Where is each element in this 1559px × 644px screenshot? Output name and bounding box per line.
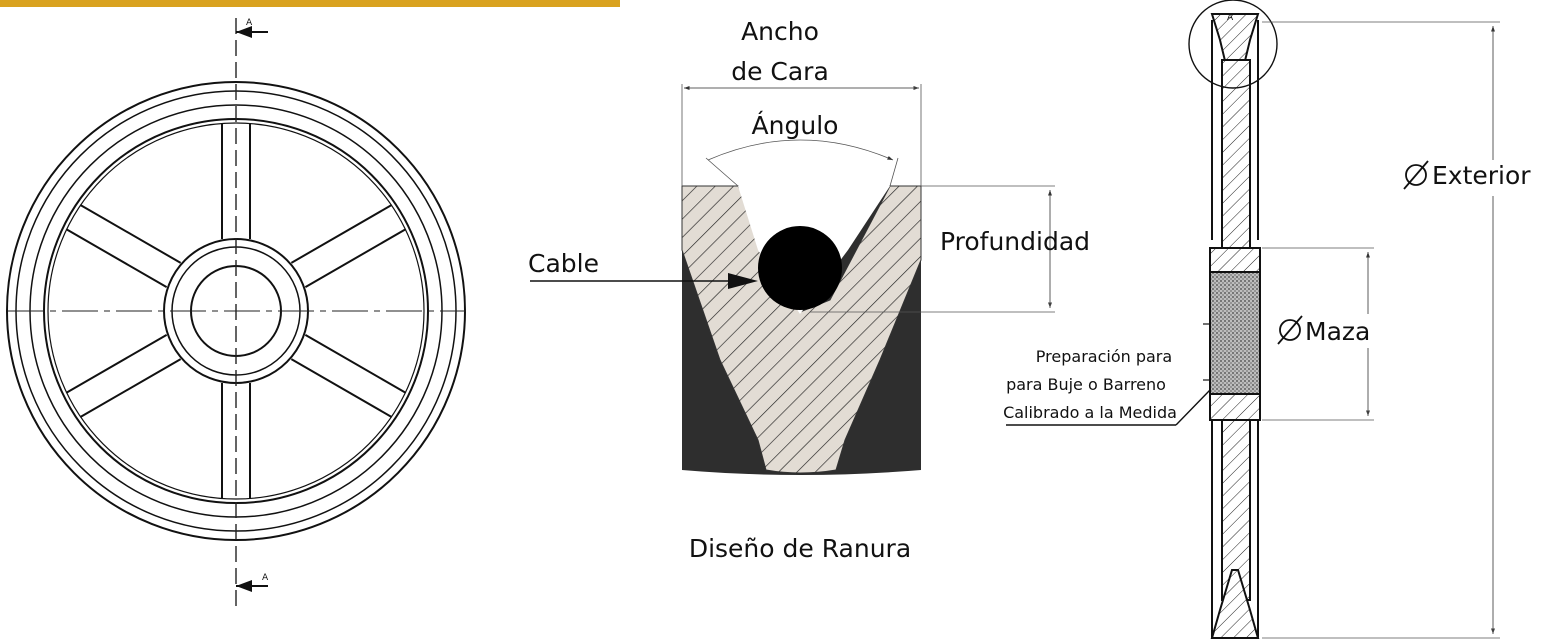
wheel-spoke <box>290 204 407 288</box>
angle-label: Ángulo <box>752 111 839 140</box>
depth-label: Profundidad <box>940 227 1090 256</box>
bore-prep-label-3: Calibrado a la Medida <box>1003 403 1177 422</box>
wheel-spoke <box>65 204 182 288</box>
section-marker-top: A <box>246 18 253 28</box>
bore-prep-label-1: Preparación para <box>1036 347 1172 366</box>
outer-diameter-label: Exterior <box>1432 161 1531 190</box>
groove-detail: Ancho de Cara Ángulo Profundidad Cable D… <box>528 17 1090 563</box>
wheel-spoke <box>290 334 407 418</box>
bore-prep-label-2: para Buje o Barreno <box>1006 375 1166 394</box>
detail-marker: A <box>1227 13 1234 23</box>
hub-diameter-label: Maza <box>1305 317 1370 346</box>
front-view: A A <box>6 18 466 608</box>
face-width-label-2: de Cara <box>731 57 829 86</box>
accent-bar <box>0 0 620 7</box>
cable-cross-section <box>758 226 842 310</box>
wheel-spoke <box>221 383 251 499</box>
cable-label: Cable <box>528 249 599 278</box>
bore-preparation-area <box>1209 271 1261 395</box>
section-marker-bottom: A <box>262 573 269 583</box>
diameter-symbol-icon <box>1277 315 1303 345</box>
face-width-label-1: Ancho <box>741 17 819 46</box>
wheel-spoke <box>65 334 182 418</box>
section-arrow-icon: A <box>236 573 269 592</box>
section-view: A Exterior Maza Preparación para para Bu… <box>1003 0 1550 639</box>
diameter-symbol-icon <box>1403 160 1429 190</box>
wheel-spoke <box>221 123 251 239</box>
groove-design-caption: Diseño de Ranura <box>689 534 911 563</box>
section-arrow-icon: A <box>236 18 268 38</box>
